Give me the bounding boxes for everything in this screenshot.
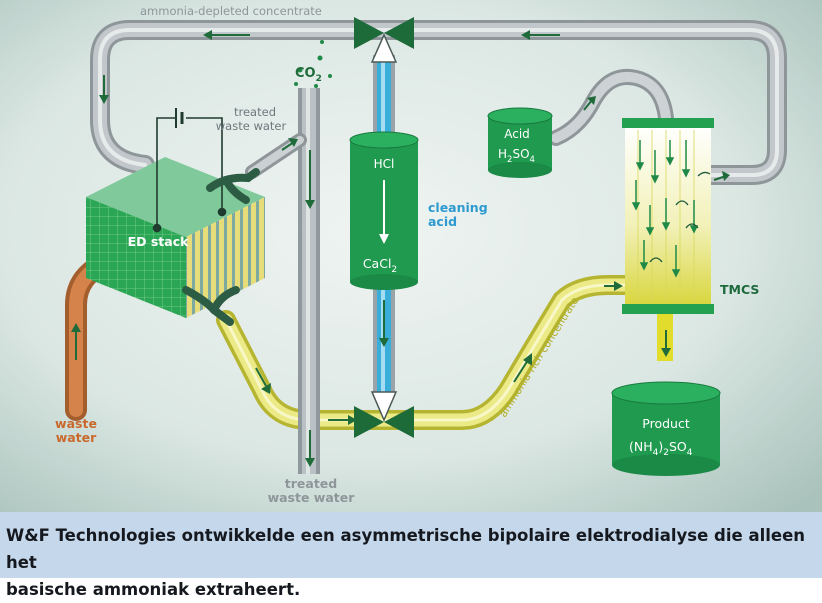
product-formula-nh: (NH: [629, 439, 653, 454]
co2-label: CO2: [295, 66, 322, 84]
co2-text: CO: [295, 66, 316, 81]
top-valve[interactable]: [354, 17, 414, 63]
acid-formula-so-sub: 4: [530, 155, 535, 165]
acid-formula: H2SO4: [498, 147, 535, 165]
tmcs-label: TMCS: [720, 282, 759, 297]
cleaning-acid-label-2: acid: [428, 214, 457, 229]
tmcs-column: [622, 118, 714, 314]
process-diagram-svg: ammonia-depleted concentrate CO2 treated…: [0, 0, 822, 512]
flow-arrows: [71, 30, 730, 467]
cacl2-subscript: 2: [391, 265, 397, 275]
co2-bubbles: [294, 40, 332, 88]
treated-top-label-1: treated: [234, 105, 276, 119]
waste-water-label-2: water: [56, 430, 97, 445]
product-formula-so-sub: 4: [687, 448, 693, 458]
product-label: Product: [642, 416, 690, 431]
caption-line-2: basische ammoniak extraheert.: [6, 580, 301, 599]
acid-tank: [487, 107, 553, 178]
ed-outlet-connectors: [182, 168, 260, 326]
hcl-label: HCl: [374, 157, 395, 171]
product-tank: [611, 381, 721, 476]
product-formula-paren: ): [658, 439, 663, 454]
cleaning-acid-tank: [349, 131, 419, 290]
acid-formula-so: SO: [512, 147, 529, 161]
treated-water-pipe: [298, 88, 320, 474]
product-formula-nh-sub: 4: [653, 448, 659, 458]
cleaning-acid-label-1: cleaning: [428, 200, 488, 215]
bottom-valve[interactable]: [354, 391, 414, 438]
ed-stack-label: ED stack: [128, 234, 190, 249]
product-formula-so: SO: [669, 439, 687, 454]
process-diagram: ammonia-depleted concentrate CO2 treated…: [0, 0, 822, 512]
ammonia-depleted-pipe: [90, 20, 787, 185]
acid-label: Acid: [504, 127, 530, 141]
acid-pipe: [548, 69, 674, 146]
figure-caption: W&F Technologies ontwikkelde een asymmet…: [0, 512, 822, 599]
treated-bottom-label-2: waste water: [268, 490, 356, 505]
co2-subscript: 2: [316, 74, 322, 84]
cacl2-label: CaCl2: [363, 256, 397, 275]
cacl2-text: CaCl: [363, 256, 392, 271]
treated-bottom-label-1: treated: [285, 476, 337, 491]
ammonia-depleted-label: ammonia-depleted concentrate: [140, 4, 322, 18]
treated-top-label-2: waste water: [216, 119, 287, 133]
acid-formula-h-sub: 2: [507, 155, 512, 165]
product-formula-paren-sub: 2: [663, 448, 669, 458]
ammonia-rich-pipe: [216, 275, 638, 430]
caption-line-1: W&F Technologies ontwikkelde een asymmet…: [6, 526, 806, 572]
product-formula: (NH4)2SO4: [629, 439, 693, 458]
treated-outlet-pipe: [245, 133, 307, 179]
acid-formula-h: H: [498, 147, 507, 161]
waste-water-label-1: waste: [55, 416, 97, 431]
